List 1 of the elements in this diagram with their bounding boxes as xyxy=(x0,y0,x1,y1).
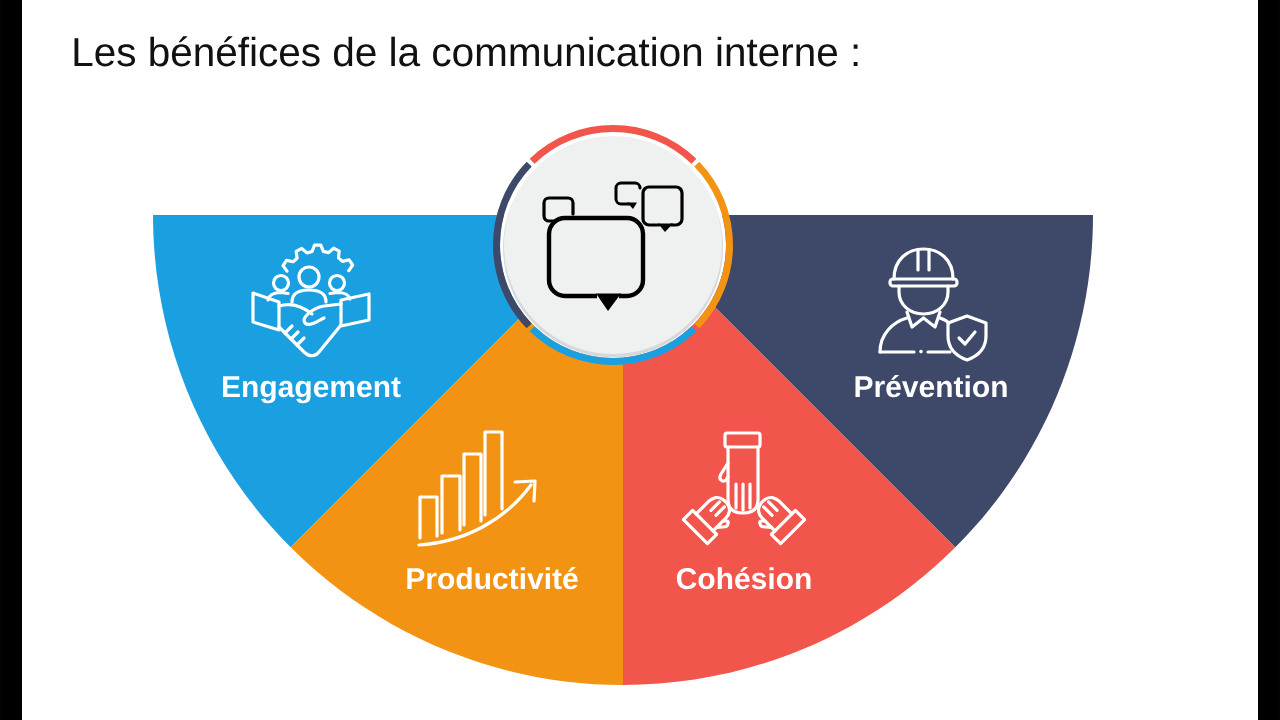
title: Les bénéfices de la communication interne : xyxy=(74,36,858,67)
